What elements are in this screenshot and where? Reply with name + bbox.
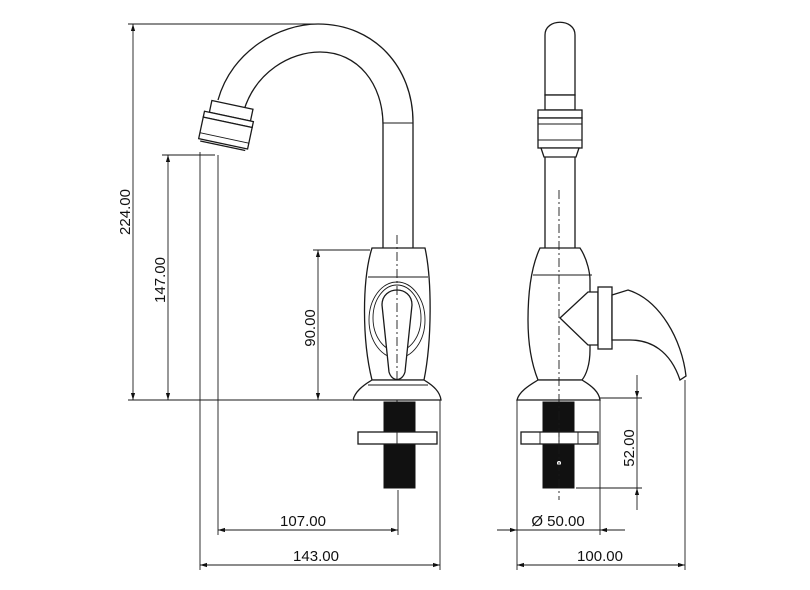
dim-thread-length: 52.00: [621, 429, 638, 467]
front-view: 224.00 147.00 90.00 107.00 143.00: [117, 23, 442, 570]
dim-spout-outlet-height: 147.00: [152, 257, 169, 303]
threaded-shank: [357, 401, 438, 489]
side-view: 52.00 Ø 50.00 100.00: [497, 21, 687, 570]
dim-spout-reach: 107.00: [280, 513, 326, 530]
aerator: [197, 99, 255, 152]
dim-body-height: 90.00: [302, 309, 319, 347]
base-flange: [352, 379, 442, 401]
dimension-lines-side: [497, 375, 686, 570]
dim-overall-width-front: 143.00: [293, 548, 339, 565]
dim-base-diameter: Ø 50.00: [531, 513, 584, 530]
spout: [217, 23, 414, 248]
side-handle: [559, 286, 687, 382]
valve-body: [363, 235, 431, 470]
dim-total-height: 224.00: [117, 189, 134, 235]
dim-overall-width-side: 100.00: [577, 548, 623, 565]
dimension-lines-front: [128, 23, 441, 570]
